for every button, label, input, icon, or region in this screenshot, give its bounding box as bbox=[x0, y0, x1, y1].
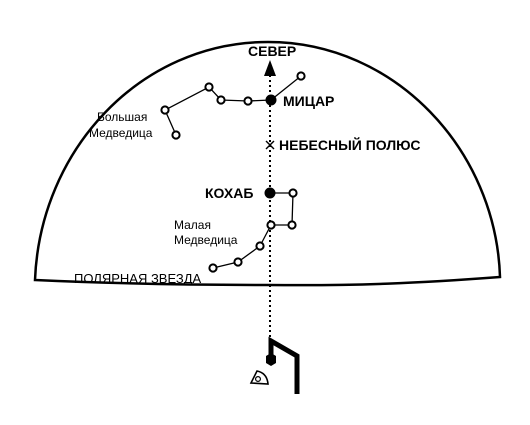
north-label: СЕВЕР bbox=[248, 43, 296, 59]
big-dipper-star bbox=[243, 96, 253, 106]
little-dipper-star bbox=[288, 188, 298, 198]
kochab-star bbox=[264, 187, 276, 199]
big-dipper-star bbox=[160, 105, 170, 115]
celestial-pole-label: НЕБЕСНЫЙ ПОЛЮС bbox=[279, 136, 421, 153]
little-dipper-label-line2: Медведица bbox=[174, 233, 238, 247]
celestial-pole-icon bbox=[265, 140, 275, 150]
big-dipper-star bbox=[296, 71, 306, 81]
north-arrow-icon bbox=[264, 60, 276, 76]
little-dipper-star bbox=[266, 220, 276, 230]
kochab-label: КОХАБ bbox=[205, 185, 253, 201]
mizar-label: МИЦАР bbox=[283, 93, 334, 109]
polaris-star bbox=[208, 263, 218, 273]
big-dipper-label-line2: Медведица bbox=[89, 126, 153, 140]
little-dipper-label-line1: Малая bbox=[174, 218, 211, 232]
big-dipper-star bbox=[204, 82, 214, 92]
sky-dome bbox=[33, 40, 502, 287]
little-dipper-stars bbox=[208, 187, 298, 273]
little-dipper-star bbox=[287, 220, 297, 230]
little-dipper-star bbox=[233, 257, 243, 267]
observer-icon bbox=[249, 336, 300, 394]
big-dipper-star bbox=[171, 130, 181, 140]
polaris-label: ПОЛЯРНАЯ ЗВЕЗДА bbox=[74, 271, 202, 286]
big-dipper-label-line1: Большая bbox=[97, 110, 147, 124]
little-dipper-star bbox=[255, 241, 265, 251]
big-dipper-star bbox=[216, 95, 226, 105]
mizar-star bbox=[265, 94, 277, 106]
big-dipper-stars bbox=[160, 71, 306, 140]
sextant-icon bbox=[249, 370, 269, 385]
